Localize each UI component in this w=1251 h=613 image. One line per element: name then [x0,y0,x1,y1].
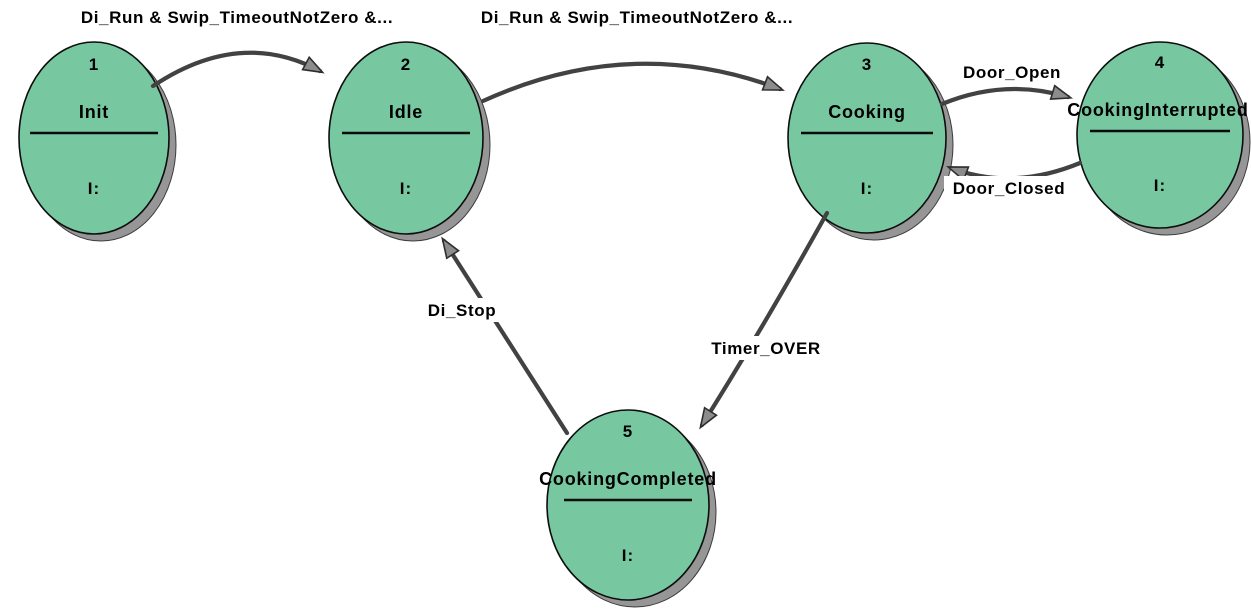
transition-label-bg [417,298,507,322]
transition-arrow-cooking-cookingcompleted[interactable] [699,210,830,430]
transition-label-bg [953,60,1071,84]
transition-label-timer-over[interactable]: Timer_OVER [711,339,821,358]
state-name: CookingInterrupted [1067,100,1248,120]
state-number: 3 [862,55,872,74]
state-internal-label: I: [88,179,100,198]
transition-label-bg [66,5,406,29]
state-internal-label: I: [400,179,412,198]
state-name: Idle [389,102,423,122]
transition-label-bg [700,336,832,360]
state-ellipse [18,41,170,235]
state-ellipse [787,42,947,234]
transition-label-door-closed[interactable]: Door_Closed [953,179,1065,198]
state-number: 4 [1155,53,1165,72]
state-internal-label: I: [1154,176,1166,195]
transition-label-bg [944,176,1074,200]
state-ellipse [546,409,710,601]
state-number: 2 [401,55,411,74]
state-node-idle[interactable]: 2 Idle I: [328,41,491,242]
transition-label-di-stop[interactable]: Di_Stop [428,301,496,320]
transition-label-bg [467,5,807,29]
state-ellipse [328,41,484,235]
transition-arrow-init-idle[interactable] [150,50,325,89]
state-node-cooking-interrupted[interactable]: 4 CookingInterrupted I: [1067,41,1251,236]
state-number: 5 [623,422,633,441]
transition-label-idle-cooking[interactable]: Di_Run & Swip_TimeoutNotZero &... [481,8,793,27]
state-node-cooking[interactable]: 3 Cooking I: [787,42,954,241]
state-node-init[interactable]: 1 Init I: [18,41,177,242]
state-node-cooking-completed[interactable]: 5 CookingCompleted I: [539,409,717,608]
state-name: Cooking [828,102,906,122]
transition-arrow-cookingcompleted-idle[interactable] [441,236,570,436]
transition-arrow-idle-cooking[interactable] [480,61,785,104]
state-ellipse [1076,41,1244,229]
state-internal-label: I: [861,179,873,198]
state-internal-label: I: [622,546,634,565]
transition-label-init-idle[interactable]: Di_Run & Swip_TimeoutNotZero &... [81,8,393,27]
state-name: CookingCompleted [539,469,717,489]
transition-arrow-cooking-cookinginterrupted[interactable] [939,84,1074,107]
state-number: 1 [89,55,99,74]
transition-label-door-open[interactable]: Door_Open [963,63,1061,82]
state-name: Init [79,102,109,122]
